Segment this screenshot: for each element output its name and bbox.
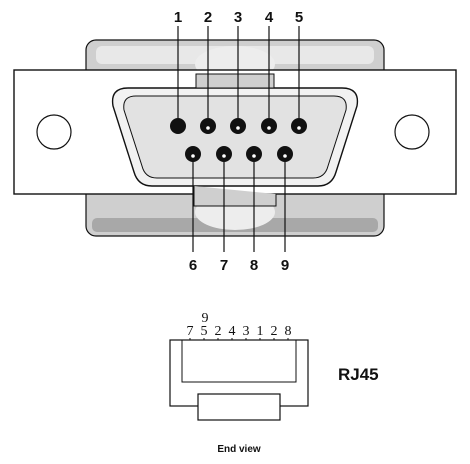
pin-label-1: 1 bbox=[174, 9, 182, 26]
db9-insert bbox=[123, 95, 347, 179]
mounting-hole-right bbox=[394, 114, 430, 150]
pin-label-7: 7 bbox=[220, 257, 228, 274]
rj45-top-label: 9 bbox=[202, 311, 209, 326]
rj45-contact-cavity bbox=[181, 340, 297, 383]
end-view-caption: End view bbox=[217, 444, 261, 455]
pin-5 bbox=[291, 118, 307, 134]
mounting-hole-left bbox=[36, 114, 72, 150]
rj45-pin-label: 8 bbox=[285, 324, 292, 339]
pin-4 bbox=[261, 118, 277, 134]
db9-lead-lines bbox=[177, 26, 300, 252]
pin-7 bbox=[216, 146, 232, 162]
rj45-pin-label: 2 bbox=[271, 324, 278, 339]
pin-1 bbox=[170, 118, 186, 134]
rj45-pin-row-labels: 7 5 2 4 3 1 2 8 bbox=[187, 324, 292, 339]
db9-bottom-rib bbox=[193, 186, 277, 207]
pin-9 bbox=[277, 146, 293, 162]
rj45-pin-label: 4 bbox=[229, 324, 236, 339]
pin-label-9: 9 bbox=[281, 257, 289, 274]
db9-bottom-pin-labels: 6 7 8 9 bbox=[189, 257, 289, 274]
pin-6 bbox=[185, 146, 201, 162]
pin-label-5: 5 bbox=[295, 9, 303, 26]
db9-pins bbox=[170, 118, 307, 162]
db9-top-pin-labels: 1 2 3 4 5 bbox=[174, 9, 303, 26]
rj45-pin-label: 7 bbox=[187, 324, 194, 339]
pin-label-3: 3 bbox=[234, 9, 242, 26]
pin-2 bbox=[200, 118, 216, 134]
db9-connector: 1 2 3 4 5 6 7 8 9 bbox=[13, 9, 457, 274]
rj45-pin-label: 5 bbox=[201, 324, 208, 339]
pin-label-2: 2 bbox=[204, 9, 212, 26]
rj45-latch bbox=[197, 393, 281, 421]
rj45-connector: 9 7 5 2 4 3 1 2 8 RJ45 End view bbox=[169, 311, 379, 455]
rj45-pin-label: 3 bbox=[243, 324, 250, 339]
pin-label-8: 8 bbox=[250, 257, 258, 274]
pin-3 bbox=[230, 118, 246, 134]
rj45-title: RJ45 bbox=[338, 365, 379, 384]
rj45-pin-label: 1 bbox=[257, 324, 264, 339]
pin-label-6: 6 bbox=[189, 257, 197, 274]
pin-8 bbox=[246, 146, 262, 162]
rj45-pin-label: 2 bbox=[215, 324, 222, 339]
db9-top-rib bbox=[195, 73, 275, 89]
pin-label-4: 4 bbox=[265, 9, 274, 26]
